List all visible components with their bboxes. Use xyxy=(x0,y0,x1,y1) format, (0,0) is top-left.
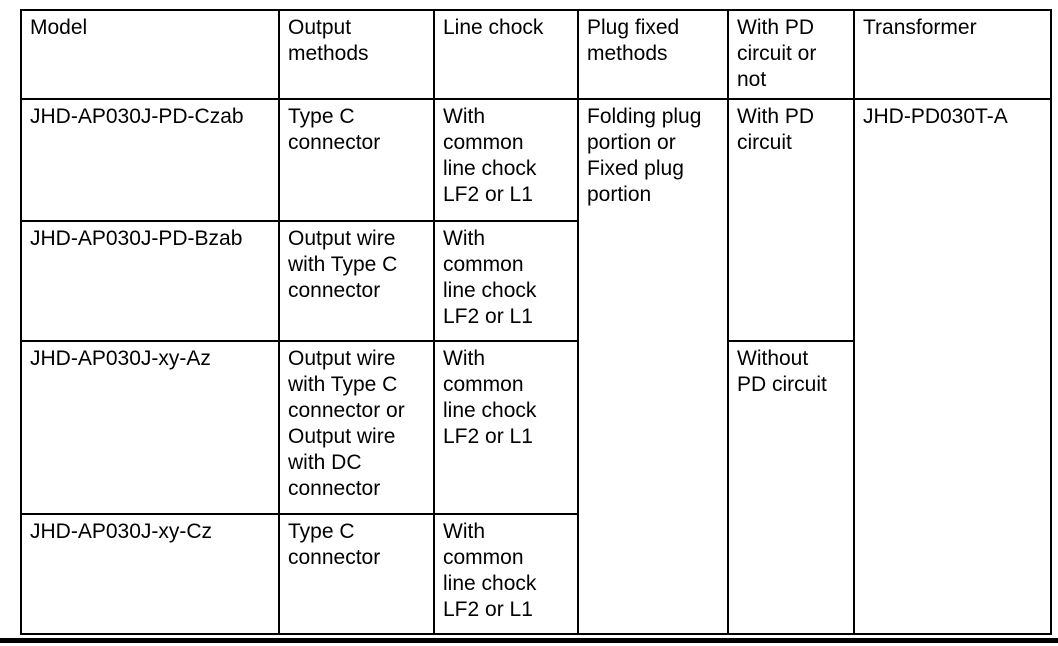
spec-table-container: Model Output methods Line chock Plug fix… xyxy=(20,9,1052,635)
cell-output-methods-1: Type C connector xyxy=(278,98,435,222)
header-line-chock: Line chock xyxy=(433,9,579,100)
cell-transformer-merged: JHD-PD030T-A xyxy=(853,98,1052,635)
header-output-methods: Output methods xyxy=(278,9,435,100)
table-row: JHD-AP030J-xy-Az Output wire with Type C… xyxy=(20,340,1051,635)
header-transformer: Transformer xyxy=(853,9,1052,100)
cell-line-chock-2: With common line chock LF2 or L1 xyxy=(433,220,579,342)
header-plug-fixed-methods: Plug fixed methods xyxy=(577,9,729,100)
cell-line-chock-1: With common line chock LF2 or L1 xyxy=(433,98,579,222)
table-row: JHD-AP030J-PD-Czab Type C connector With… xyxy=(20,98,1052,635)
cell-without-pd-circuit-merged: Without PD circuit xyxy=(727,340,855,635)
cell-model-3: JHD-AP030J-xy-Az xyxy=(20,340,280,515)
cell-model-4: JHD-AP030J-xy-Cz xyxy=(20,513,280,635)
cell-line-chock-3: With common line chock LF2 or L1 xyxy=(433,340,579,515)
table-row: JHD-AP030J-xy-Cz Type C connector With c… xyxy=(20,513,1051,635)
cell-model-1: JHD-AP030J-PD-Czab xyxy=(20,98,280,222)
cell-output-methods-2: Output wire with Type C connector xyxy=(278,220,435,342)
cell-line-chock-4: With common line chock LF2 or L1 xyxy=(433,513,579,635)
cell-output-methods-3: Output wire with Type C connector or Out… xyxy=(278,340,435,515)
header-model: Model xyxy=(20,9,280,100)
table-row: JHD-AP030J-PD-Bzab Output wire with Type… xyxy=(20,220,1051,342)
header-row: Model Output methods Line chock Plug fix… xyxy=(20,9,1052,100)
cell-model-2: JHD-AP030J-PD-Bzab xyxy=(20,220,280,342)
spec-table: Model Output methods Line chock Plug fix… xyxy=(20,9,1052,635)
cell-with-pd-circuit-merged: With PD circuit xyxy=(727,98,855,342)
page-divider-rule xyxy=(0,638,1058,643)
cell-output-methods-4: Type C connector xyxy=(278,513,435,635)
cell-plug-fixed-methods-merged: Folding plug portion or Fixed plug porti… xyxy=(577,98,729,635)
header-pd-circuit: With PD circuit or not xyxy=(727,9,855,100)
